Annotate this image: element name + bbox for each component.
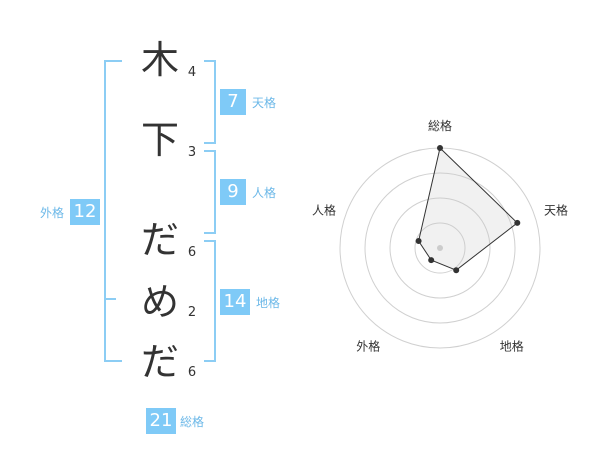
jinkaku-label: 人格 <box>252 186 277 200</box>
radar-axis-label-2: 天格 <box>544 202 568 217</box>
name-char-3: だ <box>140 218 179 262</box>
radar-axis-label-4: 外格 <box>356 339 380 354</box>
radar-point-3 <box>453 267 460 274</box>
radar-axis-label-3: 地格 <box>500 339 524 354</box>
jinkaku-bracket <box>204 150 216 234</box>
radar-point-1 <box>437 145 443 151</box>
gaikaku-value-badge: 12 <box>70 199 100 225</box>
gaikaku-label: 外格 <box>40 206 65 220</box>
tenkaku-label: 天格 <box>252 96 277 110</box>
name-char-2: 下 <box>140 118 179 162</box>
radar-ring-2 <box>389 197 491 299</box>
radar-axis-label-1: 総格 <box>428 118 452 133</box>
chikaku-value-badge: 14 <box>220 289 250 315</box>
stroke-count-1: 4 <box>187 65 197 80</box>
radar-point-4 <box>428 257 435 264</box>
name-char-1: 木 <box>140 38 179 82</box>
radar-ring-3 <box>364 172 516 324</box>
gaikaku-bracket-divider <box>104 298 116 300</box>
chikaku-label: 地格 <box>256 296 281 310</box>
chikaku-bracket <box>204 240 216 362</box>
radar-point-5 <box>415 238 422 244</box>
stroke-count-2: 3 <box>187 145 197 160</box>
radar-axis-label-5: 人格 <box>312 202 336 217</box>
name-char-4: め <box>140 280 179 324</box>
tenkaku-bracket <box>204 60 216 144</box>
radar-polygon <box>418 147 519 271</box>
radar-center-dot <box>437 245 443 251</box>
stroke-count-4: 2 <box>187 305 197 320</box>
gaikaku-bracket <box>104 60 122 362</box>
soukaku-value-badge: 21 <box>146 408 176 434</box>
radar-point-2 <box>514 219 521 226</box>
name-char-5: だ <box>140 340 179 384</box>
radar-ring-1 <box>414 222 466 274</box>
stroke-count-5: 6 <box>187 365 197 380</box>
tenkaku-value-badge: 7 <box>220 89 246 115</box>
stroke-count-3: 6 <box>187 245 197 260</box>
soukaku-label: 総格 <box>180 415 205 429</box>
jinkaku-value-badge: 9 <box>220 179 246 205</box>
